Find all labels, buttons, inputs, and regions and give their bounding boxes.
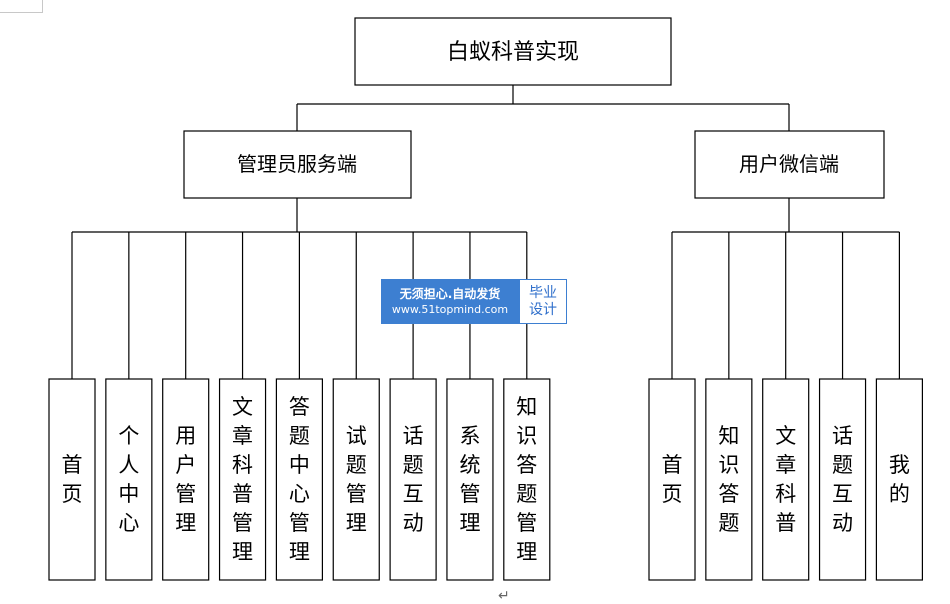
leaf-node: 话题互动 <box>818 378 867 581</box>
leaf-node: 答题中心管理 <box>275 378 323 581</box>
leaf-node: 个人中心 <box>105 378 153 581</box>
watermark-slogan: 无须担心.自动发货 <box>399 287 501 301</box>
branch-label-wechat: 用户微信端 <box>739 152 839 176</box>
branch-label-admin: 管理员服务端 <box>237 152 357 176</box>
branch-node-wechat: 用户微信端 <box>694 130 885 199</box>
leaf-node: 系统管理 <box>446 378 494 581</box>
leaf-node: 文章科普管理 <box>218 378 267 581</box>
leaf-node: 首页 <box>648 378 696 581</box>
leaf-node: 文章科普 <box>762 378 810 581</box>
watermark-url: www.51topmind.com <box>391 303 509 316</box>
leaf-label: 试题管理 <box>346 424 367 535</box>
leaf-label: 文章科普 <box>775 424 796 535</box>
branch-node-admin: 管理员服务端 <box>183 130 412 199</box>
watermark-text-1: 毕业 <box>529 284 557 301</box>
leaf-label: 话题互动 <box>832 424 853 535</box>
watermark-left: 无须担心.自动发货 www.51topmind.com <box>381 279 519 324</box>
leaf-label: 我的 <box>889 453 910 506</box>
leaf-node: 知识答题管理 <box>503 378 551 581</box>
leaf-label: 个人中心 <box>118 424 139 535</box>
leaf-label: 文章科普管理 <box>232 395 253 564</box>
leaf-label: 首页 <box>662 453 683 506</box>
leaf-nodes: 首页 个人中心 用户管理 文章科普管理 答题中心管理 试题管理 话题互动 系统管理 知识答题管理… <box>48 378 924 581</box>
leaf-label: 知识答题 <box>718 424 739 535</box>
leaf-node: 我的 <box>875 378 924 581</box>
leaf-label: 话题互动 <box>403 424 424 535</box>
watermark-badge: 无须担心.自动发货 www.51topmind.com 毕业 设计 <box>381 279 567 324</box>
document-corner-mark <box>0 0 43 13</box>
leaf-label: 用户管理 <box>175 424 196 535</box>
leaf-label: 答题中心管理 <box>289 395 310 564</box>
watermark-right: 毕业 设计 <box>519 279 567 324</box>
leaf-node: 用户管理 <box>162 378 210 581</box>
leaf-label: 首页 <box>62 453 83 506</box>
root-label: 白蚁科普实现 <box>447 40 579 65</box>
leaf-node: 首页 <box>48 378 96 581</box>
leaf-node: 知识答题 <box>705 378 753 581</box>
leaf-label: 系统管理 <box>459 424 480 535</box>
paragraph-return-icon: ↵ <box>498 588 510 604</box>
root-node: 白蚁科普实现 <box>354 17 672 86</box>
leaf-label: 知识答题管理 <box>516 395 537 564</box>
watermark-text-2: 设计 <box>529 301 557 318</box>
leaf-node: 话题互动 <box>389 378 437 581</box>
connector-lines <box>71 85 901 379</box>
leaf-node: 试题管理 <box>332 378 380 581</box>
